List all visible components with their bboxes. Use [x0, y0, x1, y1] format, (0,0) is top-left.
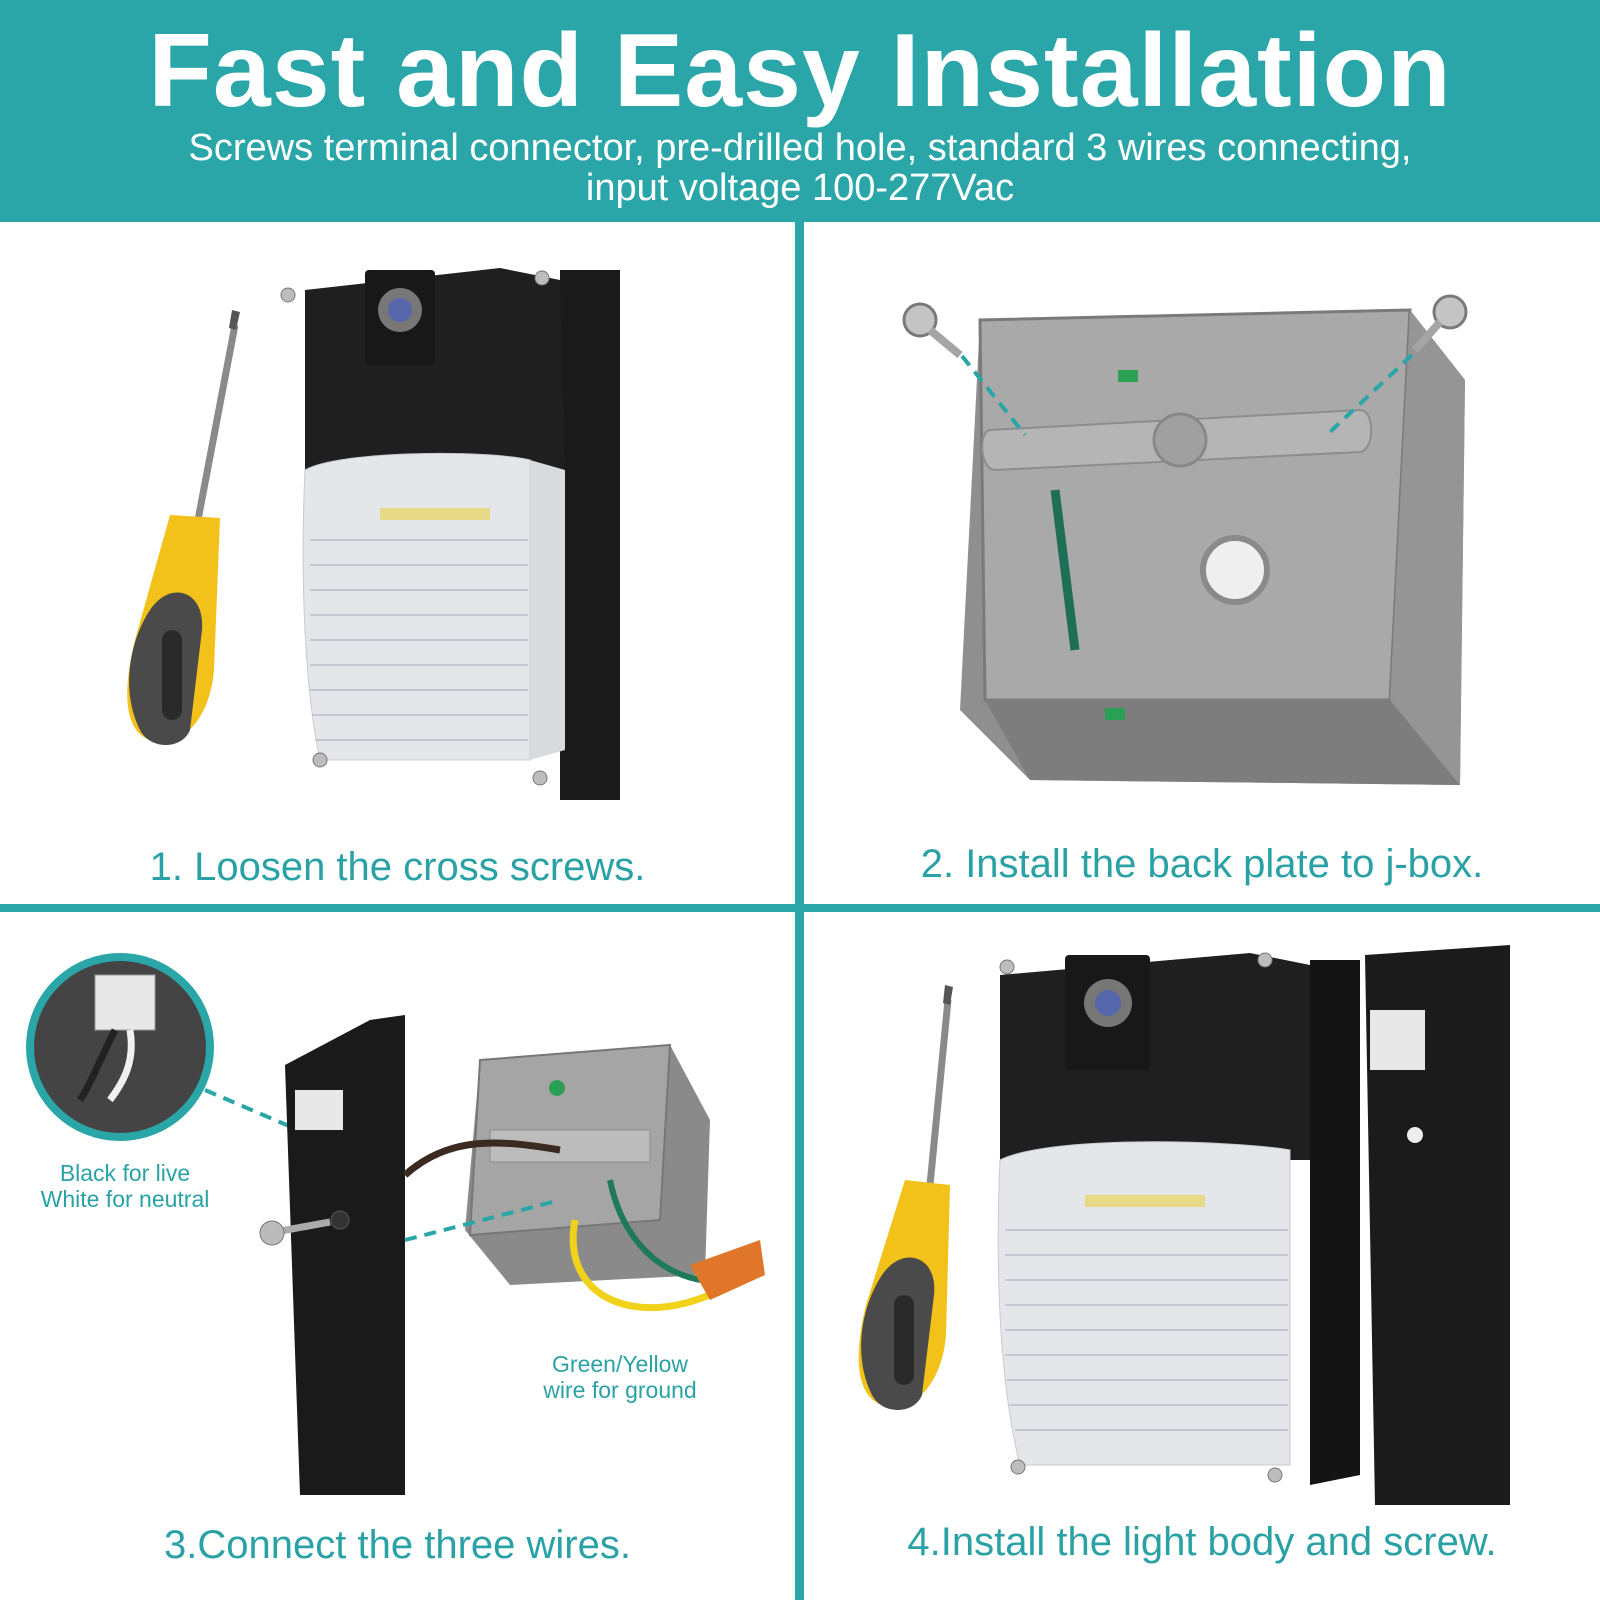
screw-icon: [280, 270, 550, 786]
junction-box-icon: [960, 308, 1465, 785]
header-banner: Fast and Easy Installation Screws termin…: [0, 0, 1600, 222]
live-note-line: Black for live: [59, 1160, 191, 1186]
step4-illustration: [858, 945, 1510, 1505]
page-title: Fast and Easy Installation: [148, 13, 1452, 129]
step1-illustration: [127, 268, 620, 800]
screw-icon: [902, 294, 1468, 359]
horizontal-divider: [0, 904, 1600, 912]
screwdriver-icon: [858, 985, 953, 1410]
page-subtitle: Screws terminal connector, pre-drilled h…: [60, 128, 1540, 208]
back-plate: [285, 1015, 405, 1495]
back-plate: [560, 270, 620, 800]
back-plate: [1365, 945, 1510, 1505]
step2-illustration: [902, 294, 1468, 785]
subtitle-line-2: input voltage 100-277Vac: [585, 167, 1015, 209]
step1-caption: 1. Loosen the cross screws.: [149, 845, 646, 889]
step2-caption: 2. Install the back plate to j-box.: [920, 842, 1484, 886]
wall-light-icon: [302, 268, 565, 761]
ground-note: Green/Yellow wire for ground: [520, 1351, 720, 1403]
step3-caption: 3.Connect the three wires.: [164, 1523, 631, 1567]
ground-note-line-2: wire for ground: [543, 1377, 697, 1403]
live-neutral-note: Black for live White for neutral: [20, 1160, 230, 1212]
screw-icon: [999, 952, 1283, 1483]
step3-illustration: [26, 953, 765, 1495]
wall-light-icon: [997, 953, 1360, 1485]
ground-note-line-1: Green/Yellow: [552, 1351, 688, 1377]
step4-caption: 4.Install the light body and screw.: [907, 1520, 1497, 1564]
terminal-connector-icon: [26, 953, 214, 1141]
wire-nut-icon: [690, 1240, 765, 1300]
screwdriver-icon: [127, 310, 240, 745]
neutral-note-line: White for neutral: [40, 1186, 210, 1212]
subtitle-line-1: Screws terminal connector, pre-drilled h…: [188, 127, 1412, 169]
